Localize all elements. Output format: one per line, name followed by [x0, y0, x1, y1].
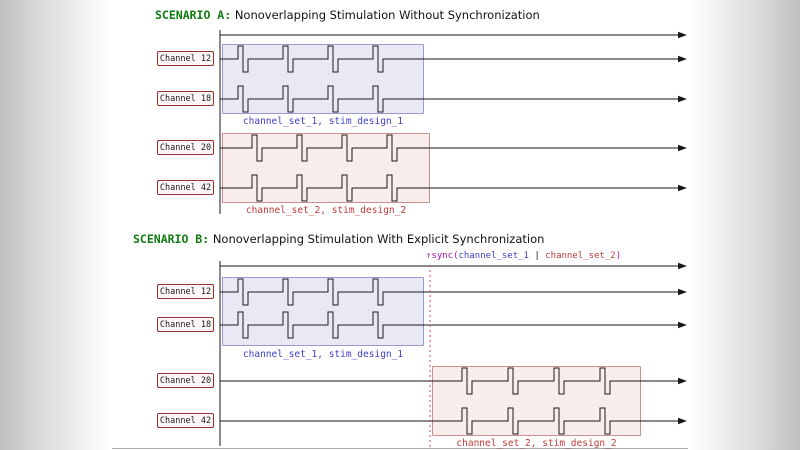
scenario-a-set2-caption: channel_set_2, stim_design_2 — [245, 205, 407, 216]
arrowhead-icon — [678, 184, 687, 192]
scenario-b-label: SCENARIO B: — [133, 232, 210, 246]
timeline-row — [220, 367, 679, 395]
scenario-a-set1-caption: channel_set_1, stim_design_1 — [242, 116, 404, 127]
scenario-a-heading: SCENARIO A: Nonoverlapping Stimulation W… — [155, 8, 540, 22]
scenario-a-title: Nonoverlapping Stimulation Without Synch… — [231, 8, 540, 22]
timeline-row — [220, 45, 679, 73]
arrowhead-icon — [678, 55, 687, 63]
sync-arg-set2: channel_set_2 — [545, 251, 616, 261]
timeline-row — [220, 174, 679, 202]
arrowhead-icon — [678, 321, 687, 329]
scenario-b-set1-caption: channel_set_1, stim_design_1 — [242, 349, 404, 360]
left-gray-margin — [0, 0, 112, 450]
scenario-b-set2-caption: channel_set_2, stim_design_2 — [456, 438, 617, 449]
channel-label-18-b: Channel 18 — [157, 317, 214, 332]
right-gray-margin — [688, 0, 800, 450]
timeline-row — [220, 407, 679, 435]
arrowhead-icon — [678, 262, 687, 270]
sync-arrow-icon: ↑sync( — [426, 251, 459, 261]
timeline-row — [220, 85, 679, 113]
arrowhead-icon — [678, 31, 687, 39]
channel-label-20-b: Channel 20 — [157, 373, 214, 388]
sync-annotation: ↑sync(channel_set_1 | channel_set_2) — [426, 251, 621, 261]
timeline-row — [220, 134, 679, 162]
channel-label-20-a: Channel 20 — [157, 140, 214, 155]
figure-bottom-edge — [112, 448, 688, 449]
channel-label-12-b: Channel 12 — [157, 284, 214, 299]
arrowhead-icon — [678, 144, 687, 152]
channel-label-42-b: Channel 42 — [157, 413, 214, 428]
timeline-row — [220, 278, 679, 306]
arrowhead-icon — [678, 417, 687, 425]
channel-label-18-a: Channel 18 — [157, 91, 214, 106]
scenario-a-label: SCENARIO A: — [155, 8, 232, 22]
scenario-b-channel-set-1-box — [222, 277, 424, 346]
arrowhead-icon — [678, 95, 687, 103]
scenario-a-channel-set-1-box — [222, 44, 424, 114]
scenario-b-title: Nonoverlapping Stimulation With Explicit… — [209, 232, 545, 246]
sync-arg-set1: channel_set_1 — [458, 251, 529, 261]
scenario-b-heading: SCENARIO B: Nonoverlapping Stimulation W… — [133, 232, 544, 246]
channel-label-12-a: Channel 12 — [157, 51, 214, 66]
arrowhead-icon — [678, 288, 687, 296]
sync-close-paren: ) — [615, 251, 622, 261]
channel-label-42-a: Channel 42 — [157, 180, 214, 195]
sync-separator: | — [528, 251, 546, 261]
arrowhead-icon — [678, 377, 687, 385]
timeline-row — [220, 311, 679, 339]
